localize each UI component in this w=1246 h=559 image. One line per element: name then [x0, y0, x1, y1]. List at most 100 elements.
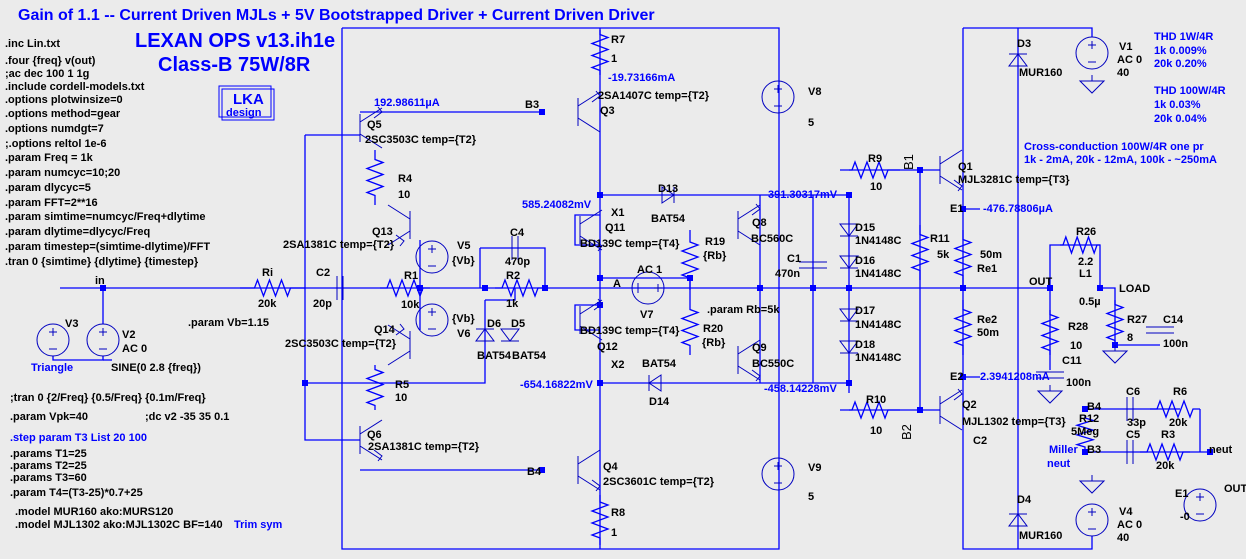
polarity-icon	[1196, 493, 1204, 515]
polarity-icon	[99, 328, 107, 350]
label-r2: R2	[506, 270, 520, 282]
node-label-b2: B2	[899, 424, 914, 440]
logo-text: LKA	[233, 91, 264, 108]
spice-directive: .params T1=25	[10, 448, 87, 460]
junction-dot	[960, 374, 966, 380]
label-ri: Ri	[262, 267, 273, 279]
resistor-symbol	[953, 300, 973, 355]
label-r28-v: 10	[1070, 340, 1082, 352]
junction-dot	[302, 380, 308, 386]
junction-dot	[482, 285, 488, 291]
label-v4-v: 40	[1117, 532, 1129, 544]
label-r2-v: 1k	[506, 298, 519, 310]
spice-directive: .param Freq = 1k	[5, 152, 94, 164]
label-q3m: 2SA1407C temp={T2}	[598, 90, 710, 102]
spice-directive: .param FFT=2**16	[5, 197, 98, 209]
transistor-symbol	[939, 389, 963, 431]
label-v1ac: AC 0	[1117, 54, 1142, 66]
label-r3: R3	[1161, 429, 1175, 441]
emitter-arrow-icon	[751, 203, 761, 216]
voltage-source-symbol	[761, 80, 795, 114]
resistor-symbol	[840, 160, 900, 180]
emitter-arrow-icon	[591, 479, 601, 492]
emitter-arrow-icon	[953, 179, 963, 192]
label-c2-v: 20p	[313, 298, 332, 310]
label-d4: D4	[1017, 494, 1032, 506]
resistor-symbol	[1105, 300, 1125, 345]
polarity-icon	[1088, 41, 1096, 63]
junction-dot	[917, 407, 923, 413]
label-b4: B4	[527, 466, 542, 478]
wire	[304, 135, 360, 441]
diode-symbol	[1008, 53, 1028, 67]
transistor-symbol	[359, 107, 383, 149]
wire	[574, 214, 600, 246]
resistor-symbol	[1074, 415, 1096, 450]
label-re1-v: 50m	[980, 249, 1002, 261]
emitter-arrow-icon	[593, 239, 603, 252]
label-r4: R4	[398, 173, 413, 185]
resistor-symbol	[680, 230, 700, 290]
wires	[52, 27, 1213, 550]
label-q12m: BD139C temp={T4}	[580, 325, 680, 337]
label-q14m: 2SC3503C temp={T2}	[285, 338, 397, 350]
label-i-q5: 192.98611µA	[374, 97, 440, 109]
component-symbols	[36, 30, 1217, 545]
schematic-title: Gain of 1.1 -- Current Driven MJLs + 5V …	[18, 7, 655, 24]
label-thd1b: 20k 0.20%	[1154, 58, 1207, 70]
label-q3: Q3	[600, 105, 615, 117]
ground-icon	[1078, 475, 1106, 494]
resistor-symbol	[365, 150, 385, 205]
label-d16: D16	[855, 255, 875, 267]
label-c11: C11	[1062, 355, 1082, 367]
lka-logo: LKA design	[218, 85, 275, 121]
ground-icon	[1036, 385, 1064, 404]
junction-dot	[846, 380, 852, 386]
capacitor-symbol	[1036, 371, 1064, 379]
emitter-arrow-icon	[373, 106, 383, 119]
label-q5m: 2SC3503C temp={T2}	[365, 134, 477, 146]
label-q6: Q6	[367, 429, 382, 441]
emitter-arrow-icon	[593, 298, 603, 311]
polarity-icon	[1088, 508, 1096, 530]
emitter-arrow-icon	[395, 323, 405, 336]
transistor-symbol	[579, 299, 603, 341]
label-in: in	[95, 275, 105, 287]
junction-dot	[539, 467, 545, 473]
junction-dot	[597, 192, 603, 198]
label-r20-v: {Rb}	[702, 337, 726, 349]
diode-symbol	[475, 328, 495, 342]
label-d15m: 1N4148C	[855, 235, 902, 247]
capacitor-symbol	[511, 236, 519, 260]
label-a: A	[613, 278, 621, 290]
label-q6m: 2SA1381C temp={T2}	[368, 441, 480, 453]
label-d15: D15	[855, 222, 875, 234]
spice-directive: .step param T3 List 20 100	[10, 432, 147, 444]
junction-dot	[100, 285, 106, 291]
transistor-symbol	[577, 91, 601, 133]
capacitor-symbol	[1126, 440, 1134, 464]
label-c14-v: 100n	[1163, 338, 1188, 350]
label-d5: D5	[511, 318, 525, 330]
polarity-icon	[774, 85, 782, 107]
resistor-symbol	[680, 300, 700, 355]
junction-dot	[1207, 449, 1213, 455]
label-d14: D14	[649, 396, 670, 408]
label-v4ac: AC 0	[1117, 519, 1142, 531]
transistor-symbol	[579, 209, 603, 251]
spice-directive: .tran 0 {simtime} {dlytime} {timestep}	[5, 256, 199, 268]
label-neut: neut	[1209, 444, 1233, 456]
spice-directive: .model MUR160 ako:MURS120	[15, 506, 173, 518]
label-q8: Q8	[752, 217, 767, 229]
label-q1m: MJL3281C temp={T3}	[958, 174, 1070, 186]
voltage-source-symbol	[86, 323, 120, 357]
diode-symbol	[1008, 513, 1028, 527]
emitter-arrow-icon	[751, 369, 761, 382]
label-e1out: OUT	[1224, 483, 1246, 495]
label-d18: D18	[855, 339, 875, 351]
label-ri-v: 20k	[258, 298, 277, 310]
junction-dot	[1082, 406, 1088, 412]
label-triangle: Triangle	[31, 362, 73, 374]
label-vx1: 585.24082mV	[522, 199, 592, 211]
diode-symbol	[839, 255, 859, 269]
